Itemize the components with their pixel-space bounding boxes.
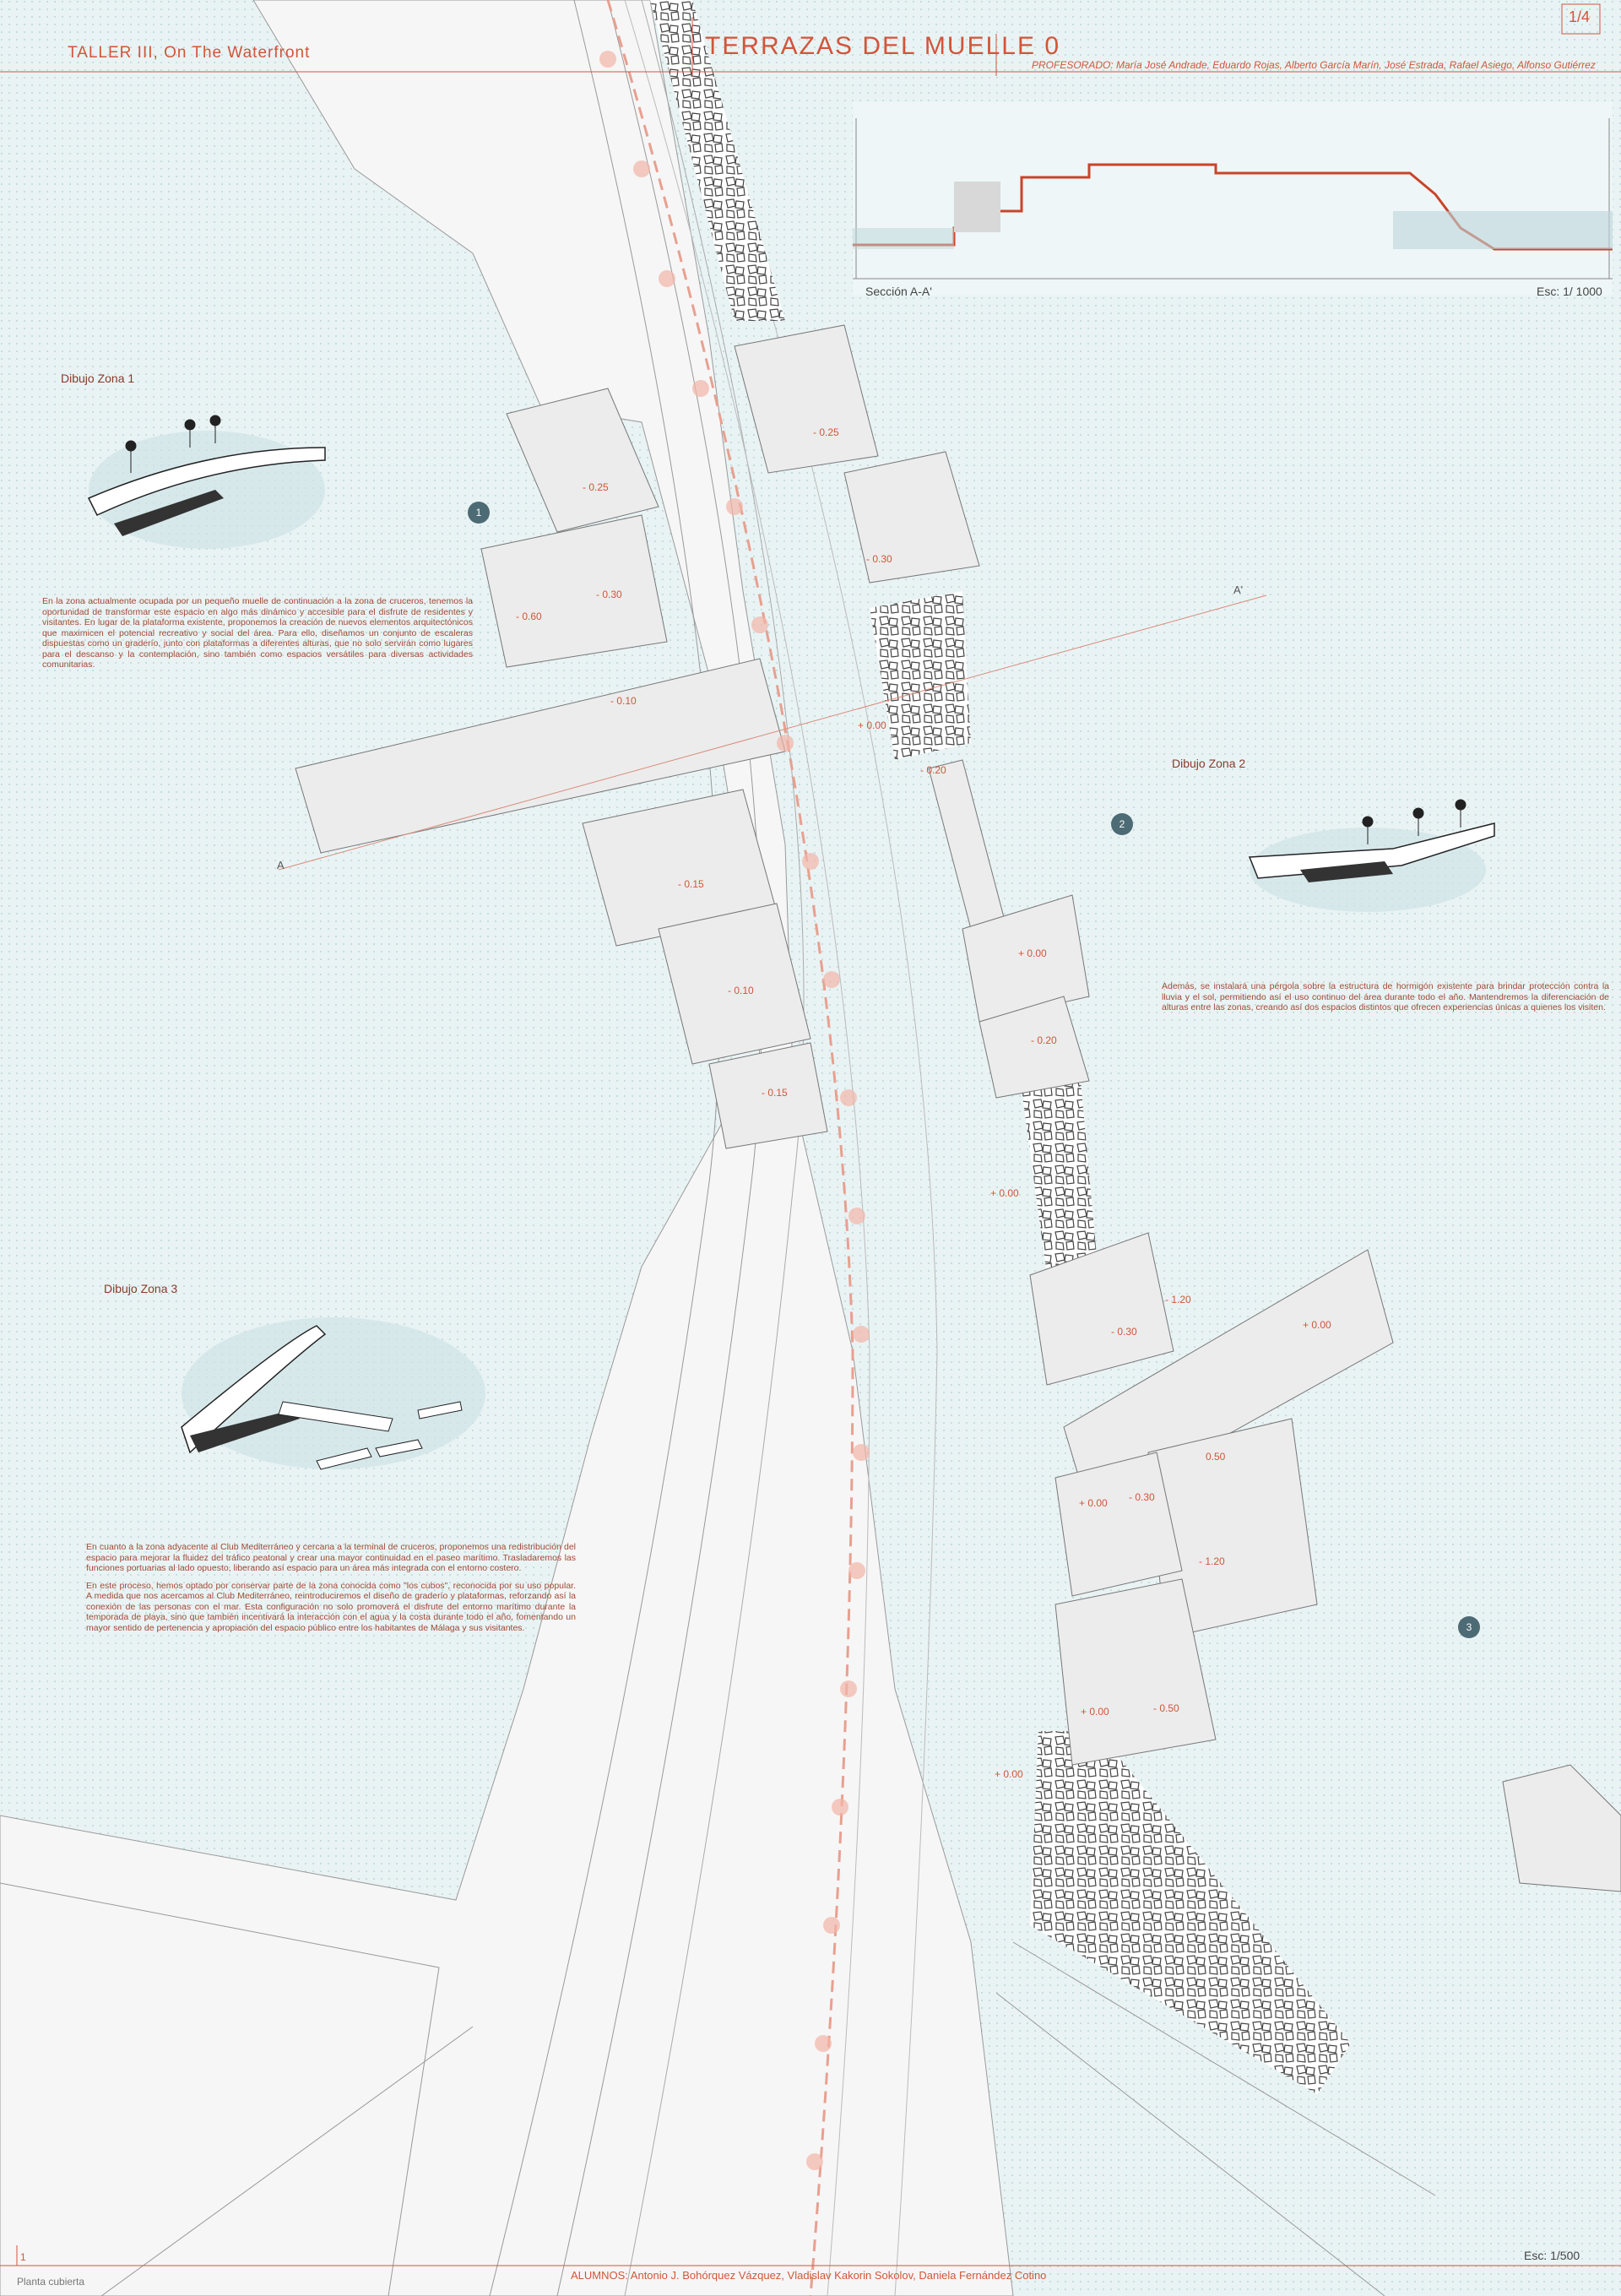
level-label: - 0.30 [866,553,892,565]
page-title: TERRAZAS DEL MUELLE 0 [705,32,1060,60]
rock-breakwater-low [1030,1731,1351,2094]
level-label: - 0.20 [1031,1034,1057,1046]
alumnos: ALUMNOS: Antonio J. Bohórquez Vázquez, V… [571,2269,1047,2282]
zone1-illustration [87,415,326,549]
profesorado: PROFESORADO: María José Andrade, Eduardo… [1032,59,1596,71]
level-label: - 0.25 [813,426,839,438]
zone3-illustration [181,1317,485,1470]
sheet-number: 1/4 [1569,8,1591,25]
level-label: - 0.10 [610,695,637,707]
level-label: + 0.00 [1303,1319,1331,1331]
section-scale: Esc: 1/ 1000 [1537,285,1602,298]
level-label: - 0.10 [728,985,754,996]
level-label: - 0.15 [762,1087,788,1099]
level-label: - 0.25 [583,481,609,493]
level-label: + 0.00 [1079,1497,1108,1509]
level-label: - 0.30 [1111,1326,1137,1338]
level-label: + 0.00 [990,1187,1019,1199]
level-label: + 0.00 [858,719,886,731]
zone2-label: Dibujo Zona 2 [1172,757,1246,770]
terrace-platforms [295,324,1621,1892]
level-label: + 0.00 [1018,947,1047,959]
section-mark-a: A [277,859,285,871]
taller-title: TALLER III, On The Waterfront [68,44,311,62]
level-label: - 0.30 [596,589,622,600]
section-label: Sección A-A' [865,285,932,298]
plan-scale: Esc: 1/500 [1524,2249,1580,2262]
zone2-text: Además, se instalará una pérgola sobre l… [1162,981,1609,1012]
level-label: + 0.00 [1081,1706,1109,1718]
level-label: - 0.50 [1153,1702,1179,1714]
promenade-trees [599,51,870,2170]
level-label: - 1.20 [1165,1294,1191,1305]
zone1-text: En la zona actualmente ocupada por un pe… [42,596,473,670]
level-label: + 0.00 [995,1768,1023,1780]
level-label: - 0.15 [678,878,704,890]
level-label: 0.50 [1206,1451,1226,1463]
section-mark-a-prime: A' [1233,583,1244,596]
zone2-illustration [1248,799,1495,912]
zone2-badge: 2 [1111,813,1133,835]
zone1-label: Dibujo Zona 1 [61,372,135,385]
level-label: - 0.30 [1129,1491,1155,1503]
level-label: - 1.20 [1199,1555,1225,1567]
rock-breakwater-mid2 [1022,1081,1098,1275]
harbor-lines [0,1882,1436,2296]
zone3-text: En cuanto a la zona adyacente al Club Me… [86,1542,576,1633]
plan-label: Planta cubierta [17,2276,85,2288]
zone1-badge: 1 [468,502,490,524]
zone3-badge: 3 [1458,1616,1480,1638]
quay-land [0,0,1014,2296]
footer-frame [0,2245,1621,2266]
rock-breakwater-top [650,0,785,321]
zone3-label: Dibujo Zona 3 [104,1282,178,1295]
header-frame [0,3,1621,76]
level-label: - 0.20 [920,764,946,776]
section-drawing [853,101,1613,296]
level-label: - 0.60 [516,611,542,622]
footer-sheet-mark: 1 [20,2251,26,2263]
rock-breakwater-mid [870,591,971,760]
